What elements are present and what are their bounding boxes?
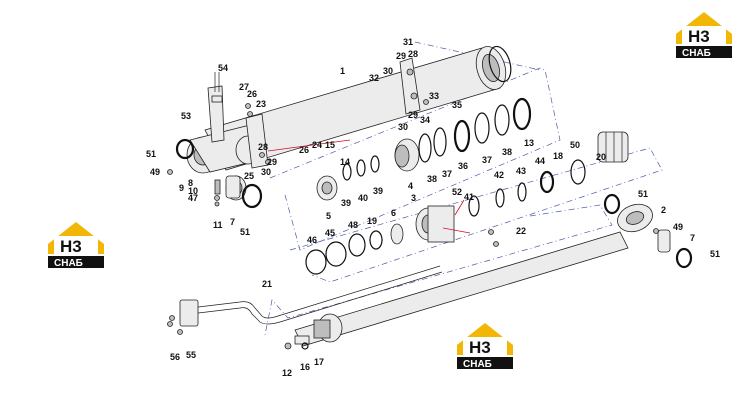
base-bushings (167, 138, 263, 209)
barrel-clamp (399, 57, 429, 115)
callout-50: 50 (570, 140, 580, 150)
barrel-base-eye (186, 124, 261, 174)
callout-44: 44 (535, 156, 545, 166)
callout-14: 14 (340, 157, 350, 167)
callout-51b: 51 (240, 227, 250, 237)
piston-rod (284, 193, 693, 350)
svg-text:H3: H3 (60, 237, 82, 256)
callout-31: 31 (403, 37, 413, 47)
callout-15: 15 (325, 140, 335, 150)
callout-49a: 49 (150, 167, 160, 177)
callout-51a: 51 (146, 149, 156, 159)
callout-30a: 30 (383, 66, 393, 76)
callout-29b: 29 (408, 110, 418, 120)
callout-48: 48 (348, 220, 358, 230)
watermark-logo-left: H3 CHAБ (48, 222, 104, 269)
callout-39b: 39 (373, 186, 383, 196)
callout-7a: 7 (230, 217, 235, 227)
callout-labels: 1 2 3 4 5 6 7 7 8 9 10 11 12 13 14 15 16… (146, 37, 720, 378)
watermark-logo-top-right: H3 CHAБ (676, 12, 732, 59)
callout-leaders (267, 139, 471, 234)
callout-16: 16 (300, 362, 310, 372)
callout-2: 2 (661, 205, 666, 215)
piston-row (316, 97, 532, 201)
pipe-bracket-upper (207, 72, 225, 143)
callout-4: 4 (408, 181, 413, 191)
callout-28a: 28 (408, 49, 418, 59)
callout-45: 45 (325, 228, 335, 238)
svg-text:H3: H3 (469, 338, 491, 357)
assembly-centerlines (264, 41, 663, 336)
callout-26b: 26 (299, 145, 309, 155)
callout-5: 5 (326, 211, 331, 221)
pipe-bracket-lower (245, 103, 271, 169)
callout-52: 52 (452, 187, 462, 197)
callout-53: 53 (181, 111, 191, 121)
callout-43: 43 (516, 166, 526, 176)
callout-29c: 29 (267, 157, 277, 167)
callout-33: 33 (429, 91, 439, 101)
callout-54: 54 (218, 63, 228, 73)
callout-41: 41 (464, 192, 474, 202)
callout-38b: 38 (502, 147, 512, 157)
callout-38a: 38 (427, 174, 437, 184)
gland-seal-row (305, 131, 629, 275)
callout-10: 10 (188, 186, 198, 196)
callout-46: 46 (307, 235, 317, 245)
callout-37a: 37 (442, 169, 452, 179)
callout-6: 6 (391, 208, 396, 218)
callout-22: 22 (516, 226, 526, 236)
svg-text:H3: H3 (688, 27, 710, 46)
callout-9: 9 (179, 183, 184, 193)
callout-11: 11 (213, 220, 223, 230)
callout-23: 23 (256, 99, 266, 109)
hydraulic-pipe (167, 265, 443, 335)
callout-56: 56 (170, 352, 180, 362)
callout-49b: 49 (673, 222, 683, 232)
callout-42: 42 (494, 170, 504, 180)
callout-29a: 29 (396, 51, 406, 61)
callout-7b: 7 (690, 233, 695, 243)
callout-39a: 39 (341, 198, 351, 208)
callout-13: 13 (524, 138, 534, 148)
callout-51c: 51 (638, 189, 648, 199)
callout-30b: 30 (398, 122, 408, 132)
callout-26a: 26 (247, 89, 257, 99)
callout-24: 24 (312, 140, 322, 150)
callout-28b: 28 (258, 142, 268, 152)
callout-18: 18 (553, 151, 563, 161)
callout-3: 3 (411, 193, 416, 203)
svg-text:CHAБ: CHAБ (463, 359, 492, 370)
callout-47: 47 (188, 193, 198, 203)
callout-30c: 30 (261, 167, 271, 177)
callout-35: 35 (452, 100, 462, 110)
svg-text:CHAБ: CHAБ (682, 48, 711, 59)
callout-19: 19 (367, 216, 377, 226)
watermark-logo-bottom: H3 CHAБ (457, 323, 513, 370)
svg-text:CHAБ: CHAБ (54, 258, 83, 269)
callout-32: 32 (369, 73, 379, 83)
callout-51d: 51 (710, 249, 720, 259)
callout-27: 27 (239, 82, 249, 92)
cylinder-barrel (204, 45, 512, 171)
callout-55: 55 (186, 350, 196, 360)
callout-37b: 37 (482, 155, 492, 165)
callout-34: 34 (420, 115, 430, 125)
callout-20: 20 (596, 152, 606, 162)
callout-12: 12 (282, 368, 292, 378)
callout-21: 21 (262, 279, 272, 289)
callout-17: 17 (314, 357, 324, 367)
callout-8: 8 (188, 178, 193, 188)
callout-1: 1 (340, 66, 345, 76)
callout-36: 36 (458, 161, 468, 171)
callout-25: 25 (244, 171, 254, 181)
callout-40: 40 (358, 193, 368, 203)
